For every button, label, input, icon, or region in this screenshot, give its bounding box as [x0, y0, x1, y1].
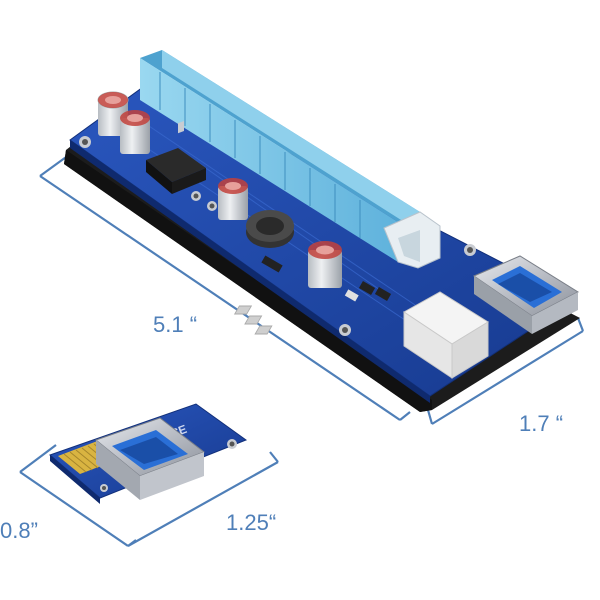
dimension-lines-riser — [39, 151, 585, 425]
dimension-lines-adapter — [19, 444, 279, 547]
usb3-port-riser — [472, 255, 580, 334]
capacitor-4 — [308, 241, 342, 288]
pcie-x1-adapter: CE — [49, 403, 248, 504]
capacitor-2 — [120, 110, 150, 154]
riser-width-label: 1.7 “ — [519, 411, 564, 436]
capacitor-3 — [218, 178, 248, 220]
six-pin-power-connector — [233, 291, 489, 379]
capacitor-1 — [97, 91, 129, 136]
mounting-holes — [79, 136, 476, 336]
riser-length-label: 5.1 “ — [153, 312, 198, 337]
inductor — [246, 210, 294, 248]
adapter-height-label: 0.8” — [0, 518, 38, 543]
adapter-width-label: 1.25“ — [226, 510, 277, 535]
usb3-port-adapter — [94, 417, 206, 500]
smd-components — [261, 255, 392, 302]
pcie-x16-slot — [140, 50, 441, 269]
regulator-chip — [146, 121, 206, 194]
